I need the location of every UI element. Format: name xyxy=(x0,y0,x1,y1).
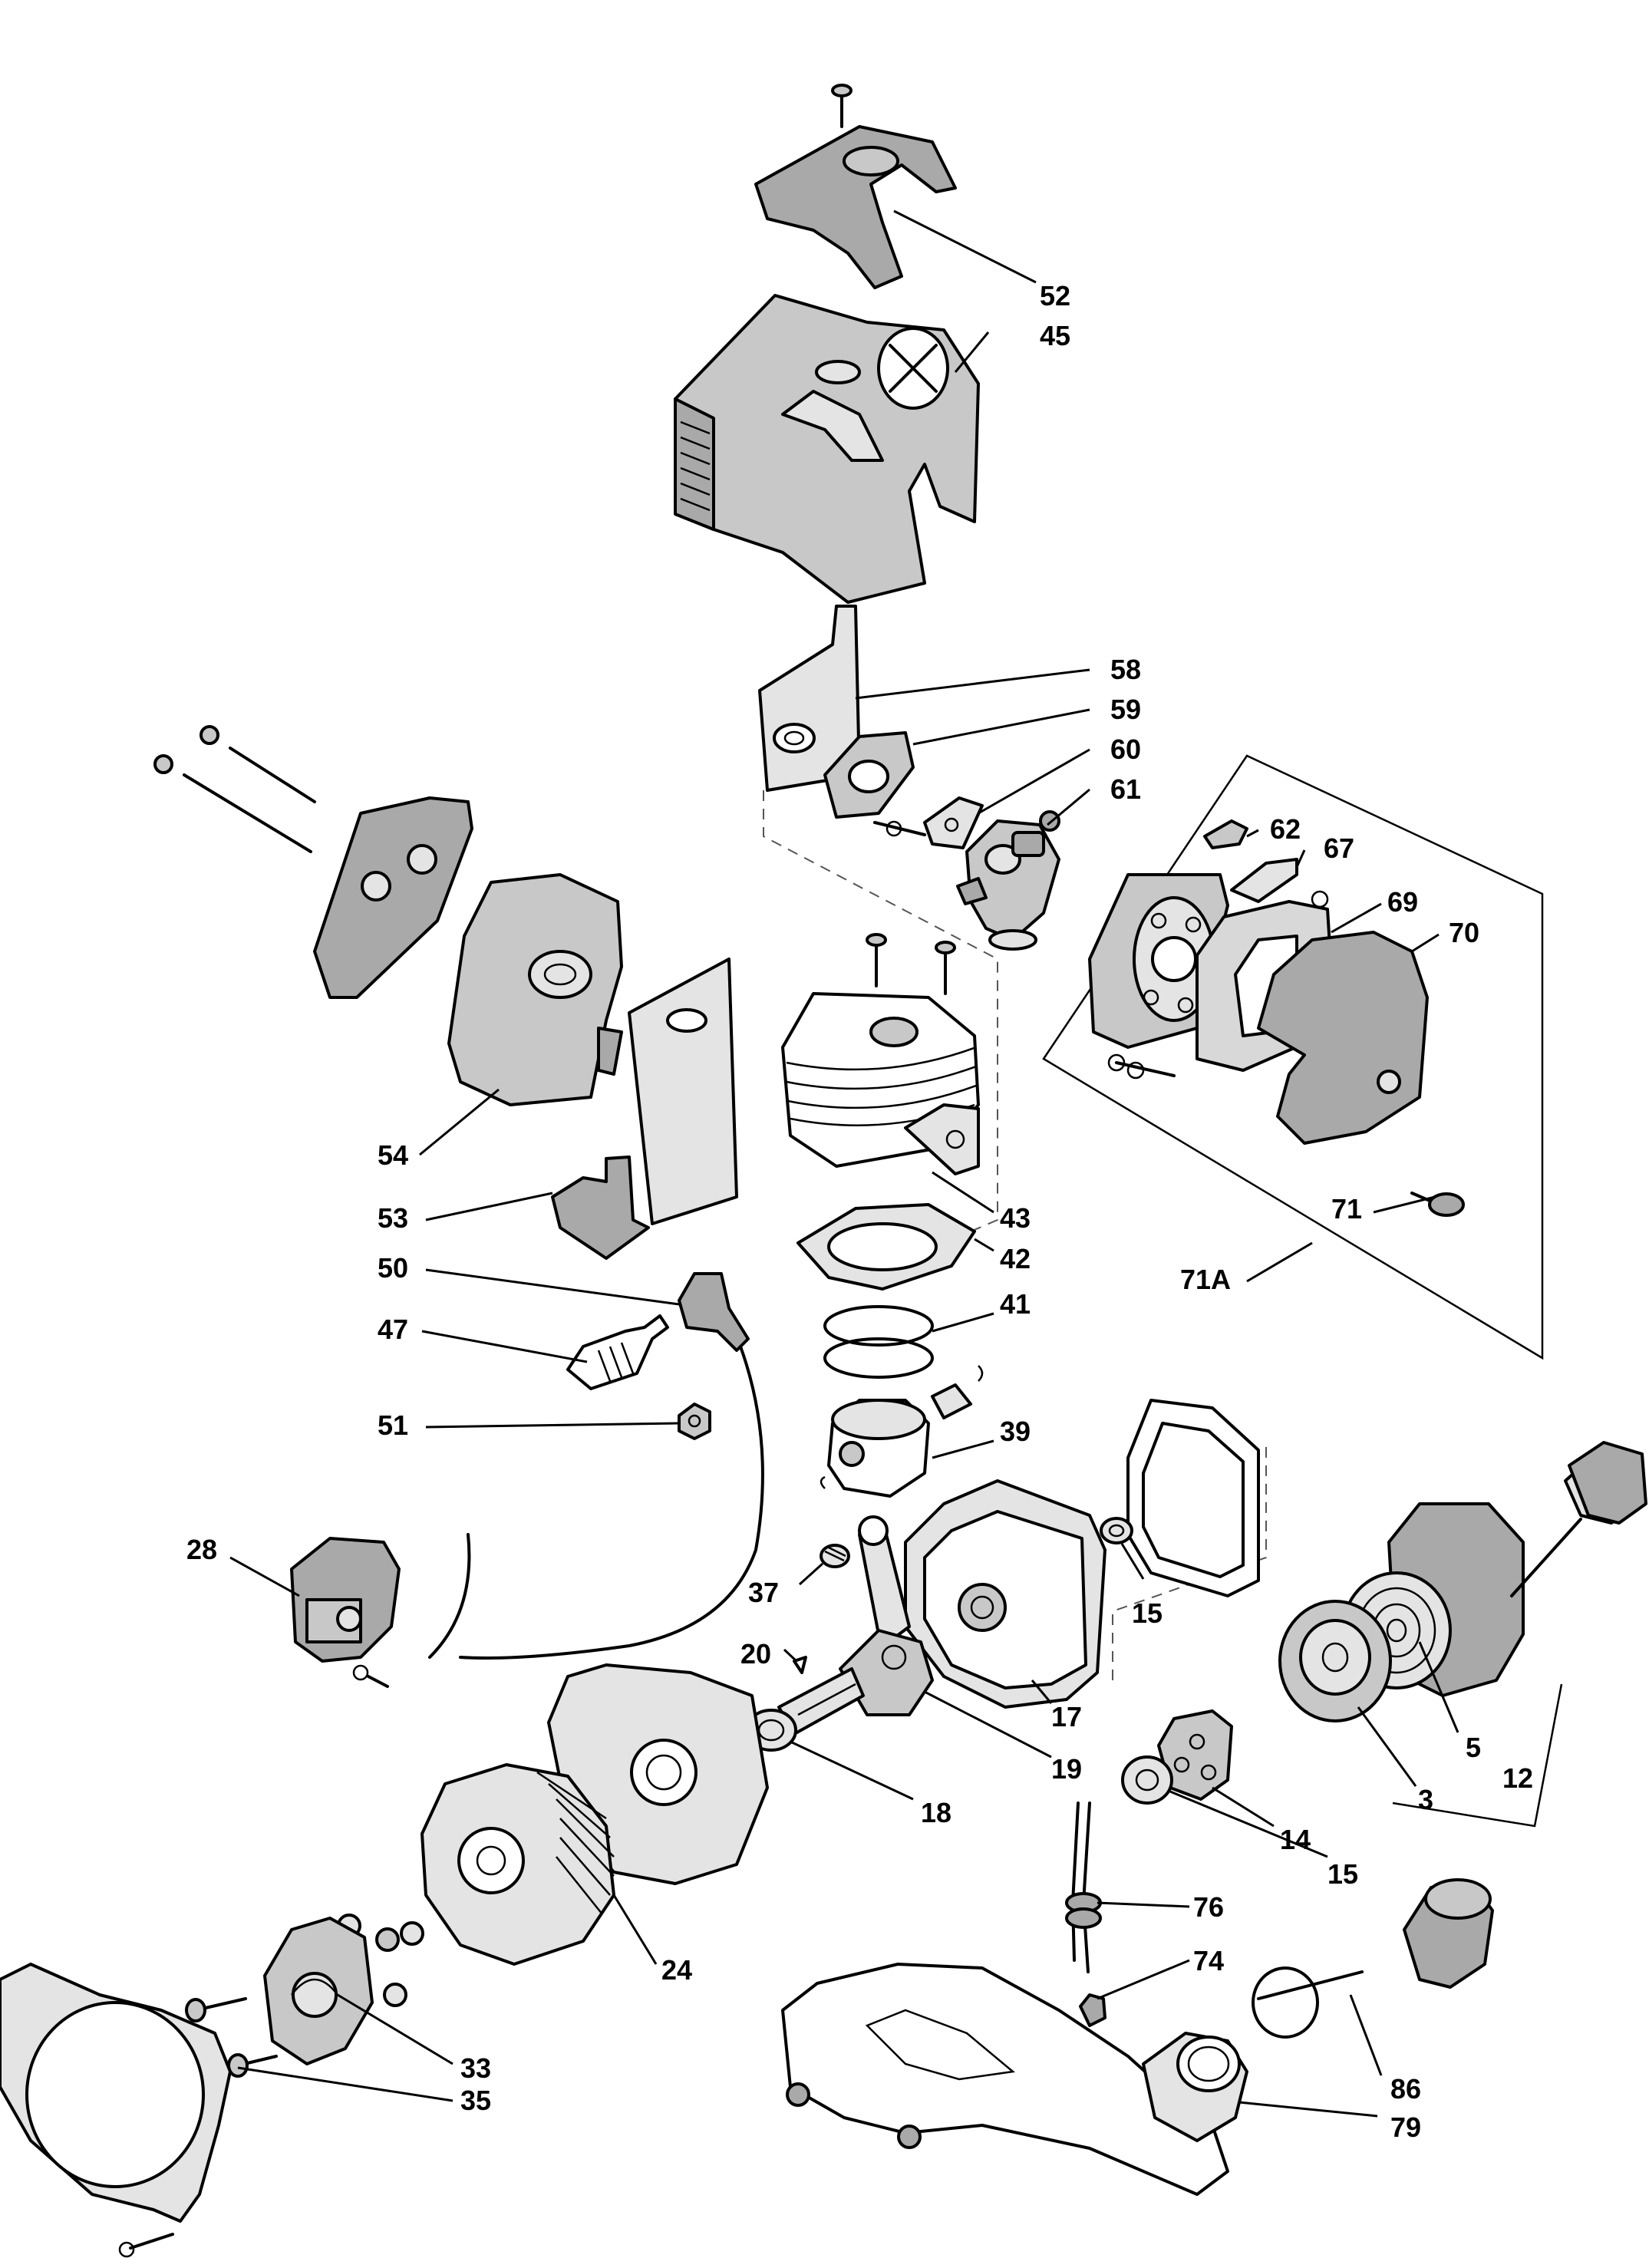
spark-plug-cap-part xyxy=(678,1272,750,1352)
muffler-bolts-part xyxy=(153,725,316,853)
label-19: 19 xyxy=(1051,1753,1082,1785)
label-54: 54 xyxy=(378,1139,408,1171)
choke-plate-part xyxy=(1230,858,1329,908)
fuel-cap-part xyxy=(1403,1878,1494,1989)
piston-rings-part xyxy=(823,1305,934,1379)
label-76: 76 xyxy=(1193,1891,1224,1923)
hex-nut-part xyxy=(678,1403,711,1440)
label-79: 79 xyxy=(1390,2111,1421,2143)
piston-part xyxy=(820,1365,984,1498)
label-39: 39 xyxy=(1000,1416,1031,1447)
muffler-cover-part xyxy=(313,796,473,999)
cylinder-part xyxy=(781,933,980,1175)
spark-plug-part xyxy=(566,1314,669,1390)
label-52: 52 xyxy=(1040,280,1070,312)
recoil-cover-plate-part xyxy=(1157,1709,1233,1801)
connecting-rod-part xyxy=(858,1515,911,1640)
label-28: 28 xyxy=(186,1534,217,1565)
label-60: 60 xyxy=(1110,733,1141,765)
fan-housing-part xyxy=(0,1963,232,2258)
label-86: 86 xyxy=(1390,2073,1421,2105)
label-59: 59 xyxy=(1110,694,1141,725)
label-35: 35 xyxy=(460,2085,491,2116)
fuel-filter-part xyxy=(1079,1993,1106,2027)
oil-seal-lower-part xyxy=(1121,1755,1173,1805)
label-14: 14 xyxy=(1280,1824,1311,1855)
muffler-part xyxy=(447,873,623,1106)
crankcase-part xyxy=(904,1479,1106,1709)
starter-group-bracket xyxy=(1392,1683,1563,1828)
fuel-tank-part xyxy=(781,1963,1248,2196)
label-70: 70 xyxy=(1449,917,1479,948)
label-12: 12 xyxy=(1502,1762,1533,1794)
label-47: 47 xyxy=(378,1314,408,1345)
label-17: 17 xyxy=(1051,1701,1082,1732)
air-filter-cover-part xyxy=(1107,931,1429,1145)
top-cover-part xyxy=(754,84,957,289)
heat-shield-part xyxy=(758,605,861,792)
cover-knob-part xyxy=(1410,1192,1465,1217)
label-37: 37 xyxy=(748,1577,779,1608)
label-43: 43 xyxy=(1000,1202,1031,1234)
leader-lines xyxy=(229,209,1459,2118)
tank-seal-part xyxy=(1252,1966,1364,2039)
oil-seal-upper-part xyxy=(1100,1517,1133,1544)
label-50: 50 xyxy=(378,1252,408,1284)
cylinder-base-gasket-part xyxy=(796,1203,976,1291)
air-filter-group-frame xyxy=(1042,754,1544,1360)
air-filter-base-part xyxy=(1088,873,1229,1049)
crankshaft-part xyxy=(777,1629,934,1736)
label-45: 45 xyxy=(1040,320,1070,351)
carburetor-gasket-part xyxy=(873,796,984,849)
label-20: 20 xyxy=(740,1638,771,1670)
needle-bearing-part xyxy=(820,1544,850,1568)
label-3: 3 xyxy=(1418,1784,1433,1815)
deflector-plate-part xyxy=(551,1155,650,1260)
fuel-lines-part xyxy=(1065,1802,1102,1973)
flywheel-part xyxy=(420,1763,615,1966)
label-67: 67 xyxy=(1324,832,1354,864)
ignition-coil-part xyxy=(290,1537,401,1688)
label-61: 61 xyxy=(1110,773,1141,805)
label-18: 18 xyxy=(921,1797,951,1828)
label-33: 33 xyxy=(460,2052,491,2084)
woodruff-key-part xyxy=(793,1656,807,1674)
label-24: 24 xyxy=(661,1954,692,1986)
label-71: 71 xyxy=(1331,1193,1362,1225)
label-74: 74 xyxy=(1193,1945,1224,1976)
label-69: 69 xyxy=(1387,886,1418,918)
starter-handle-part xyxy=(1568,1441,1647,1525)
engine-shroud-part xyxy=(674,294,980,604)
label-62: 62 xyxy=(1270,813,1301,845)
label-58: 58 xyxy=(1110,654,1141,685)
ignition-lead-part xyxy=(428,1345,764,1660)
crankcase-gasket-part xyxy=(1126,1399,1260,1597)
choke-lever-part xyxy=(1203,819,1248,849)
label-5: 5 xyxy=(1466,1732,1481,1763)
starter-pulley-part xyxy=(1278,1600,1392,1722)
label-15-upper: 15 xyxy=(1132,1597,1163,1629)
label-53: 53 xyxy=(378,1202,408,1234)
insulator-block-part xyxy=(823,731,915,819)
clutch-assembly-part xyxy=(185,1917,374,2078)
carburetor-part xyxy=(956,810,1060,951)
part-number-labels: 52 45 58 59 60 61 62 67 69 70 71 71A 54 … xyxy=(186,280,1533,2143)
label-41: 41 xyxy=(1000,1288,1031,1320)
label-15-lower: 15 xyxy=(1327,1858,1358,1890)
muffler-gasket-part xyxy=(628,958,738,1225)
label-51: 51 xyxy=(378,1409,408,1441)
label-42: 42 xyxy=(1000,1243,1031,1274)
label-71A: 71A xyxy=(1180,1264,1231,1295)
